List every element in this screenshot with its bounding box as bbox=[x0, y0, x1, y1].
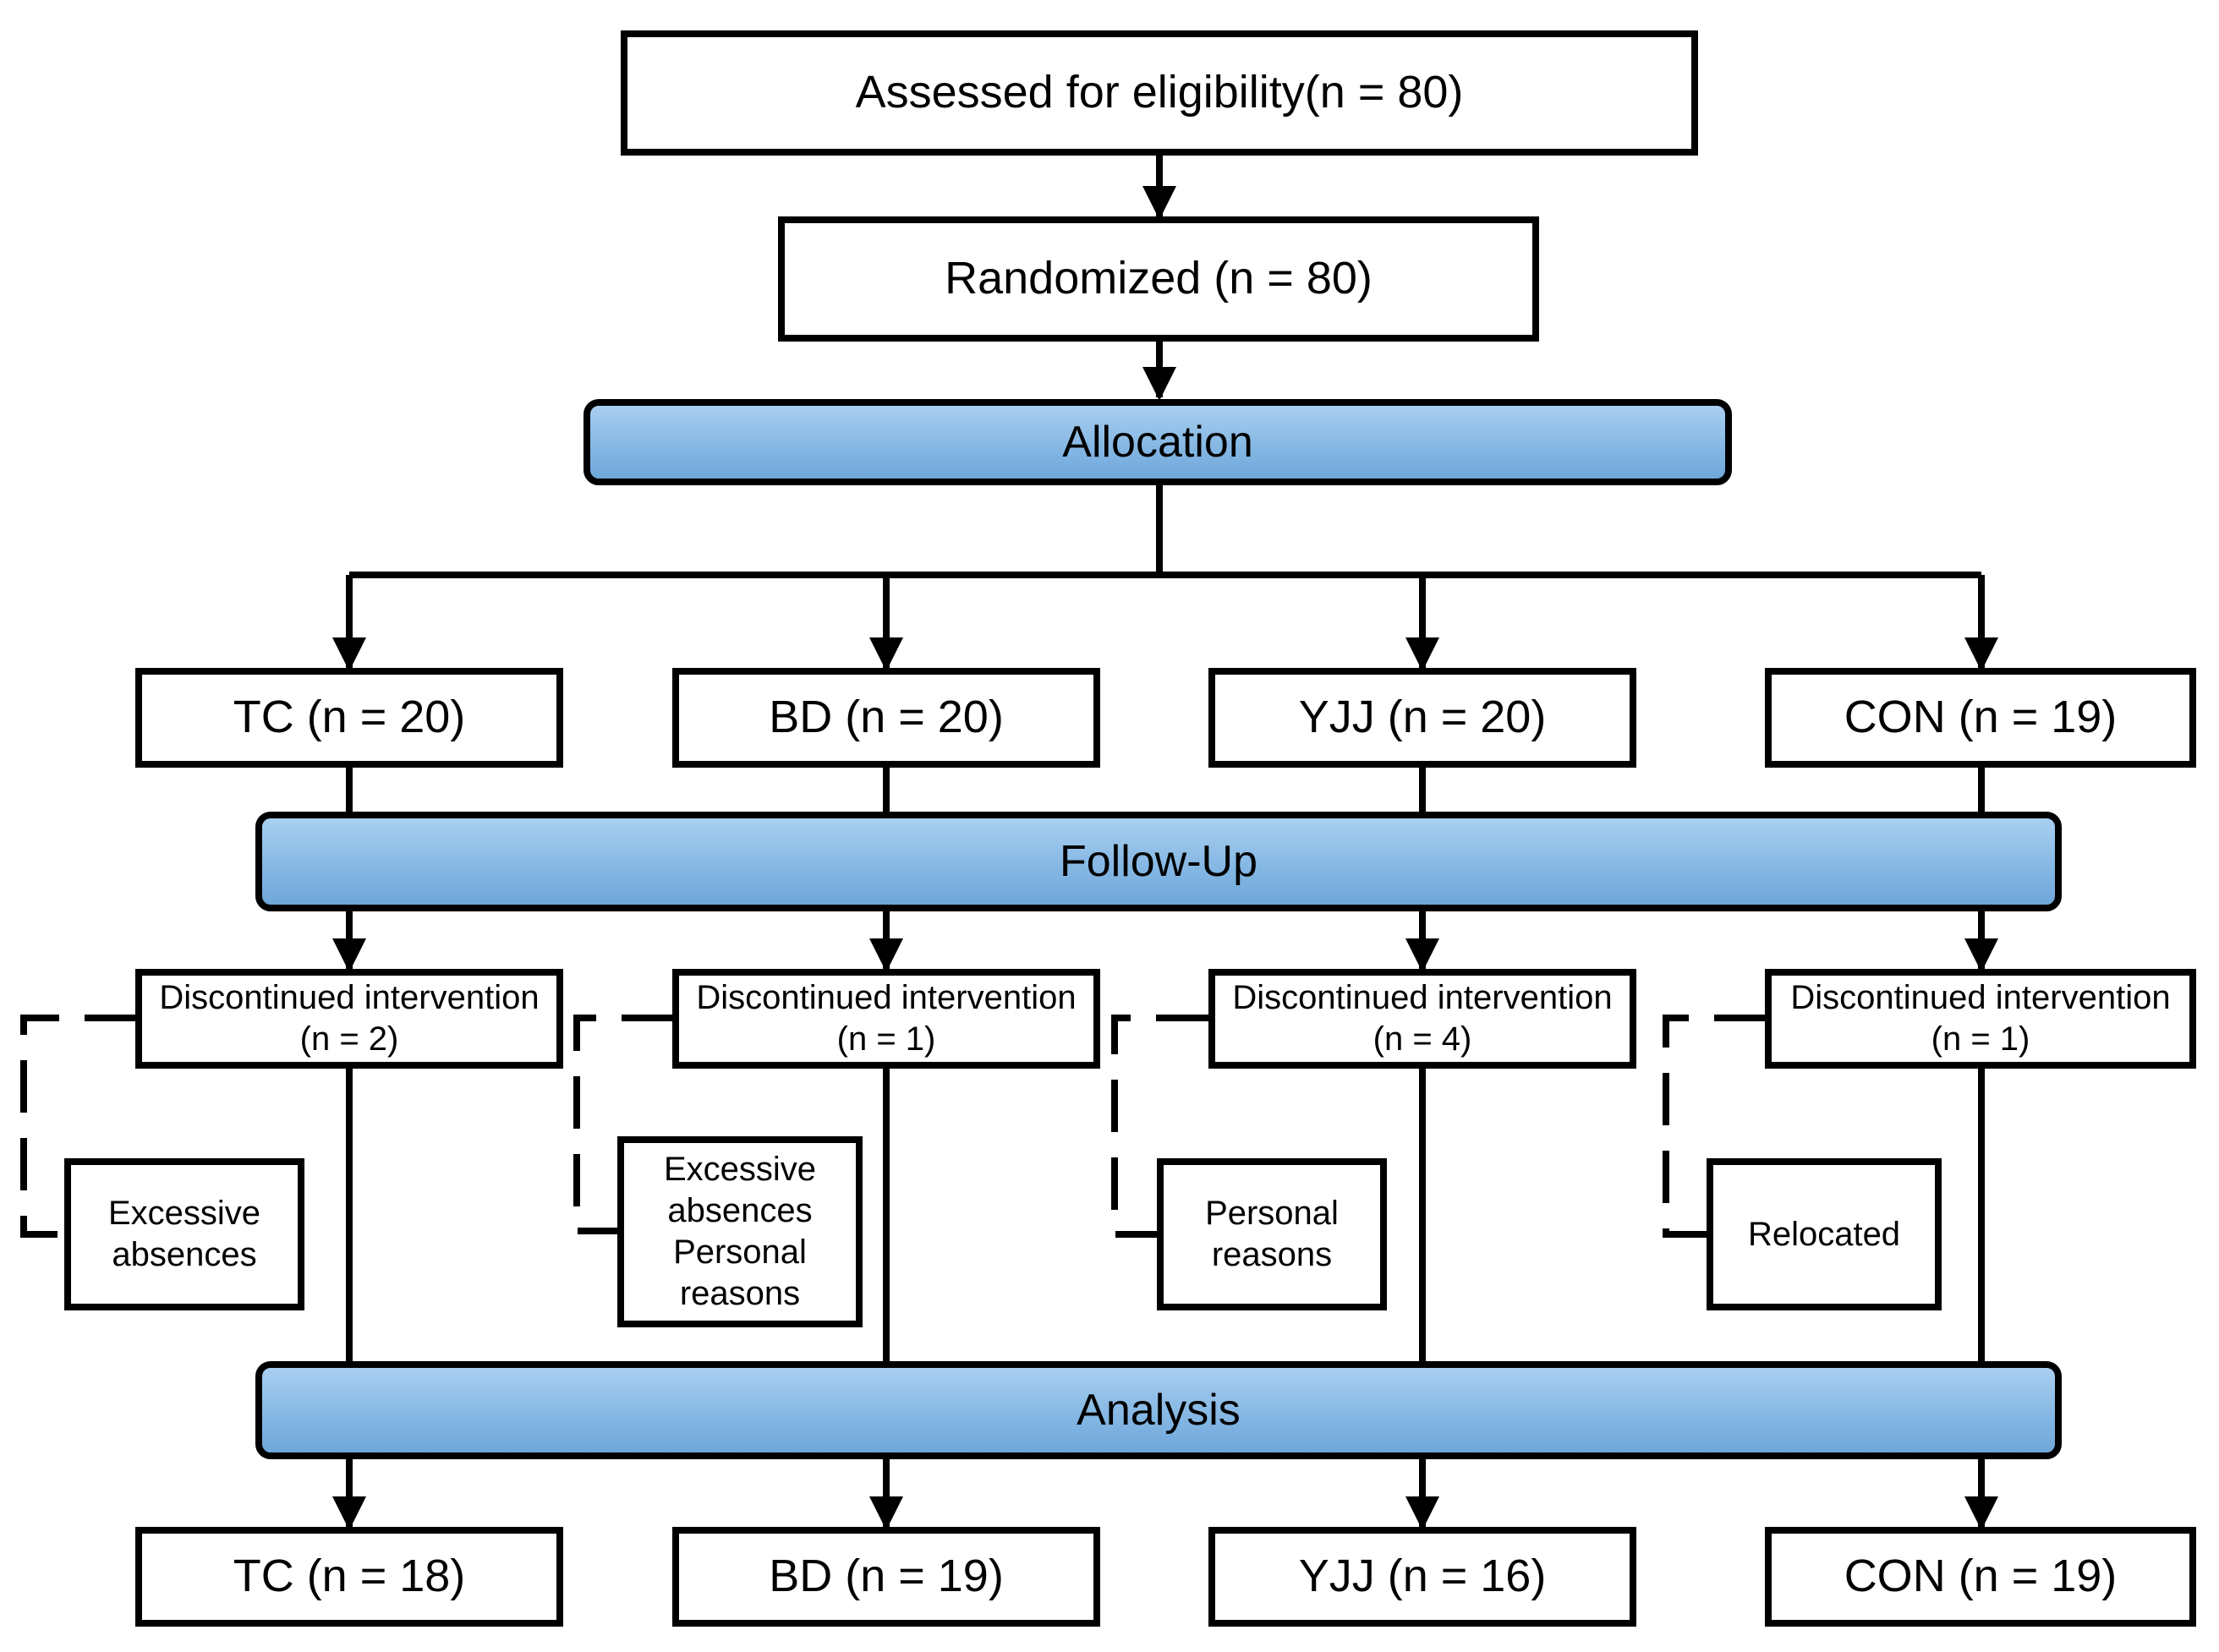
analysis-stage: Analysis bbox=[255, 1361, 2062, 1459]
allocated-box-tc: TC (n = 20) bbox=[135, 668, 563, 768]
discontinued-label: Discontinued intervention bbox=[1232, 979, 1613, 1017]
discontinued-count: (n = 4) bbox=[1372, 1020, 1472, 1058]
discontinued-count: (n = 1) bbox=[836, 1020, 936, 1058]
allocated-label: YJJ (n = 20) bbox=[1298, 692, 1547, 743]
allocation-label: Allocation bbox=[1062, 418, 1253, 467]
allocated-label: CON (n = 19) bbox=[1844, 692, 2118, 743]
reason-box-yjj: Personal reasons bbox=[1157, 1158, 1387, 1310]
reason-box-tc: Excessive absences bbox=[64, 1158, 304, 1310]
dashed-exclusion-con bbox=[1663, 1015, 1767, 1238]
allocated-label: TC (n = 20) bbox=[233, 692, 466, 743]
analyzed-box-tc: TC (n = 18) bbox=[135, 1527, 563, 1627]
reason-line: reasons bbox=[1211, 1236, 1333, 1273]
follow-up-stage: Follow-Up bbox=[255, 812, 2062, 911]
analyzed-box-yjj: YJJ (n = 16) bbox=[1208, 1527, 1636, 1627]
discontinued-count: (n = 1) bbox=[1931, 1020, 2030, 1058]
allocated-box-con: CON (n = 19) bbox=[1765, 668, 2196, 768]
discontinued-box-bd: Discontinued intervention (n = 1) bbox=[672, 969, 1100, 1069]
reason-line: absences bbox=[667, 1192, 813, 1230]
discontinued-label: Discontinued intervention bbox=[159, 979, 540, 1017]
reason-box-con: Relocated bbox=[1707, 1158, 1942, 1310]
discontinued-box-con: Discontinued intervention (n = 1) bbox=[1765, 969, 2196, 1069]
reason-line: Personal bbox=[673, 1234, 807, 1271]
assessed-box: Assessed for eligibility(n = 80) bbox=[621, 30, 1698, 156]
analysis-label: Analysis bbox=[1077, 1386, 1241, 1435]
dashed-exclusion-bd bbox=[573, 1015, 674, 1234]
dashed-exclusion-yjj bbox=[1111, 1015, 1208, 1238]
discontinued-label: Discontinued intervention bbox=[696, 979, 1077, 1017]
discontinued-box-tc: Discontinued intervention (n = 2) bbox=[135, 969, 563, 1069]
randomized-box: Randomized (n = 80) bbox=[778, 216, 1539, 342]
analyzed-box-bd: BD (n = 19) bbox=[672, 1527, 1100, 1627]
allocation-stage: Allocation bbox=[584, 399, 1732, 485]
reason-line: absences bbox=[112, 1236, 257, 1273]
assessed-label: Assessed for eligibility(n = 80) bbox=[855, 67, 1464, 118]
reason-line: Excessive bbox=[663, 1151, 817, 1189]
discontinued-count: (n = 2) bbox=[299, 1020, 399, 1058]
discontinued-label: Discontinued intervention bbox=[1790, 979, 2171, 1017]
analyzed-label: BD (n = 19) bbox=[769, 1551, 1004, 1602]
discontinued-box-yjj: Discontinued intervention (n = 4) bbox=[1208, 969, 1636, 1069]
analyzed-label: YJJ (n = 16) bbox=[1298, 1551, 1547, 1602]
allocated-box-bd: BD (n = 20) bbox=[672, 668, 1100, 768]
analyzed-label: CON (n = 19) bbox=[1844, 1551, 2118, 1602]
allocated-box-yjj: YJJ (n = 20) bbox=[1208, 668, 1636, 768]
randomized-label: Randomized (n = 80) bbox=[945, 253, 1372, 304]
allocated-label: BD (n = 20) bbox=[769, 692, 1004, 743]
reason-box-bd: Excessive absences Personal reasons bbox=[617, 1136, 863, 1327]
analyzed-box-con: CON (n = 19) bbox=[1765, 1527, 2196, 1627]
reason-line: Relocated bbox=[1747, 1215, 1901, 1253]
analyzed-label: TC (n = 18) bbox=[233, 1551, 466, 1602]
reason-line: Excessive bbox=[107, 1195, 261, 1233]
dashed-exclusion-tc bbox=[20, 1015, 137, 1238]
reason-line: Personal bbox=[1205, 1195, 1339, 1233]
reason-line: reasons bbox=[679, 1274, 801, 1312]
follow-up-label: Follow-Up bbox=[1059, 837, 1258, 886]
